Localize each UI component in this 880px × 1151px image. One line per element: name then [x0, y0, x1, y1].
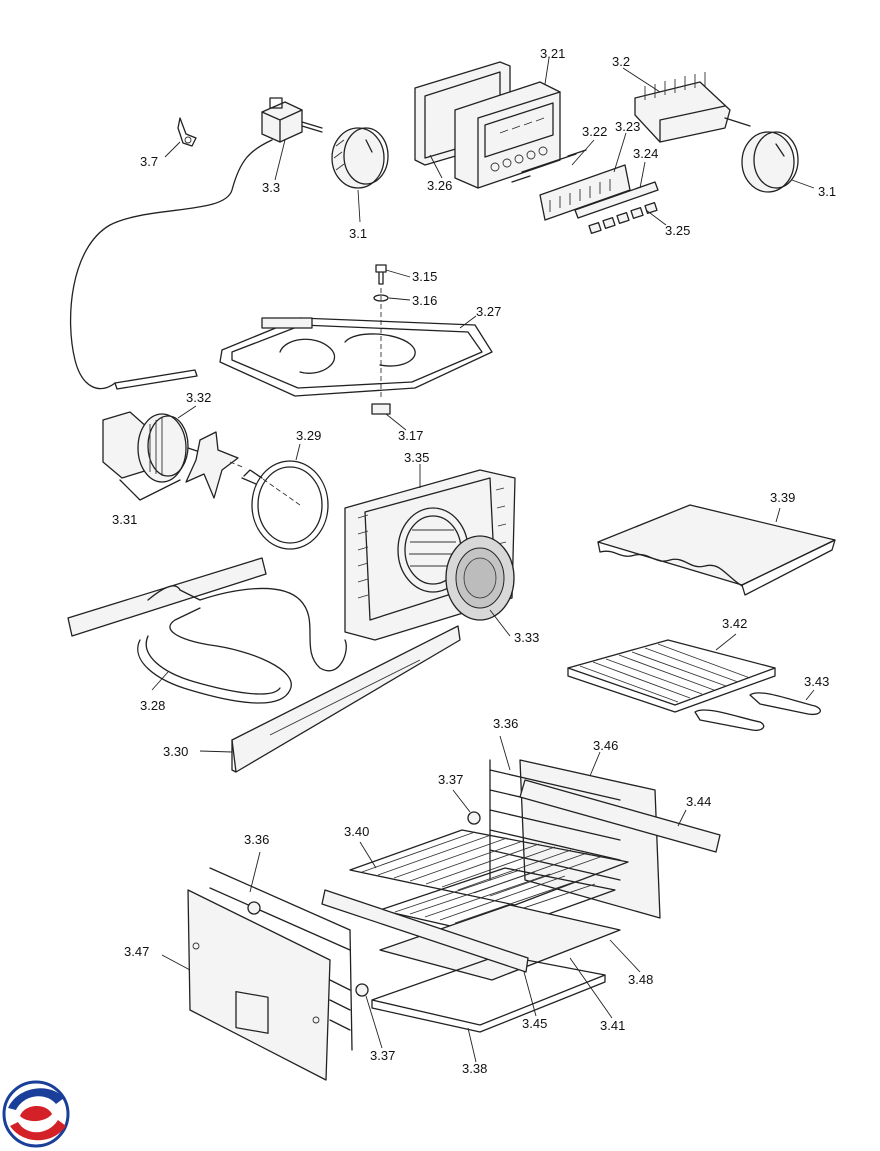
label-3-48: 3.48 — [628, 972, 653, 987]
label-3-39: 3.39 — [770, 490, 795, 505]
part-3-36-shelf-support-lower — [209, 867, 353, 1051]
part-3-24-button-strip — [574, 181, 659, 219]
leader-lines — [151, 57, 815, 1063]
label-3-36-lower: 3.36 — [244, 832, 269, 847]
part-3-23-contact-board — [539, 164, 631, 221]
label-3-2: 3.2 — [612, 54, 630, 69]
part-3-30-trim-strip — [231, 625, 461, 773]
label-3-35: 3.35 — [404, 450, 429, 465]
part-3-17-nut — [371, 403, 391, 415]
label-3-7: 3.7 — [140, 154, 158, 169]
part-3-37-screws — [247, 811, 481, 997]
label-3-26: 3.26 — [427, 178, 452, 193]
part-3-1-knob-right — [741, 131, 799, 193]
label-3-30: 3.30 — [163, 744, 188, 759]
label-3-25: 3.25 — [665, 223, 690, 238]
part-3-33-grease-filter — [445, 535, 515, 621]
label-3-22: 3.22 — [582, 124, 607, 139]
part-3-29-fan-element — [241, 460, 329, 550]
part-3-31-fan-motor — [102, 411, 239, 501]
part-3-42-wire-shelf — [567, 639, 776, 713]
label-3-47: 3.47 — [124, 944, 149, 959]
part-3-21-programmer — [454, 81, 561, 189]
label-3-40: 3.40 — [344, 824, 369, 839]
part-3-3-thermostat — [69, 97, 323, 390]
label-3-38: 3.38 — [462, 1061, 487, 1076]
part-3-44-rail — [519, 779, 721, 853]
brand-logo — [2, 1080, 70, 1148]
label-3-1-left: 3.1 — [349, 226, 367, 241]
label-3-23: 3.23 — [615, 119, 640, 134]
part-3-45-front-bar — [321, 889, 529, 973]
label-3-27: 3.27 — [476, 304, 501, 319]
part-3-2-selector-switch — [634, 72, 751, 143]
part-3-25-buttons — [588, 202, 658, 234]
label-3-43: 3.43 — [804, 674, 829, 689]
label-3-28: 3.28 — [140, 698, 165, 713]
label-3-16: 3.16 — [412, 293, 437, 308]
part-3-48-grill-pan — [379, 904, 621, 981]
label-3-32: 3.32 — [186, 390, 211, 405]
part-3-38-floor-liner — [371, 954, 606, 1033]
label-3-3: 3.3 — [262, 180, 280, 195]
label-3-33: 3.33 — [514, 630, 539, 645]
label-3-15: 3.15 — [412, 269, 437, 284]
label-3-24: 3.24 — [633, 146, 658, 161]
part-3-27-grill-element — [219, 317, 493, 397]
label-3-37-upper: 3.37 — [438, 772, 463, 787]
part-3-22-pushrods — [511, 149, 587, 183]
part-3-1-knob-left — [331, 127, 389, 189]
label-3-29: 3.29 — [296, 428, 321, 443]
label-3-31: 3.31 — [112, 512, 137, 527]
part-3-28-bottom-element — [67, 557, 347, 704]
label-3-46: 3.46 — [593, 738, 618, 753]
label-3-41: 3.41 — [600, 1018, 625, 1033]
part-labels: 3.7 3.3 3.1 3.21 3.2 3.1 3.26 3.22 3.23 … — [112, 46, 836, 1076]
part-3-39-baking-tray — [597, 504, 836, 596]
label-3-45: 3.45 — [522, 1016, 547, 1031]
part-3-47-front-panel — [187, 889, 331, 1081]
label-3-17: 3.17 — [398, 428, 423, 443]
part-3-43-shelf-runner — [694, 692, 821, 732]
label-3-1-right: 3.1 — [818, 184, 836, 199]
label-3-44: 3.44 — [686, 794, 711, 809]
part-3-15-bolt — [375, 264, 387, 285]
label-3-36-upper: 3.36 — [493, 716, 518, 731]
label-3-42: 3.42 — [722, 616, 747, 631]
label-3-37-lower: 3.37 — [370, 1048, 395, 1063]
label-3-21: 3.21 — [540, 46, 565, 61]
part-3-7-clip — [177, 117, 197, 147]
part-3-46-side-panel — [519, 759, 661, 919]
